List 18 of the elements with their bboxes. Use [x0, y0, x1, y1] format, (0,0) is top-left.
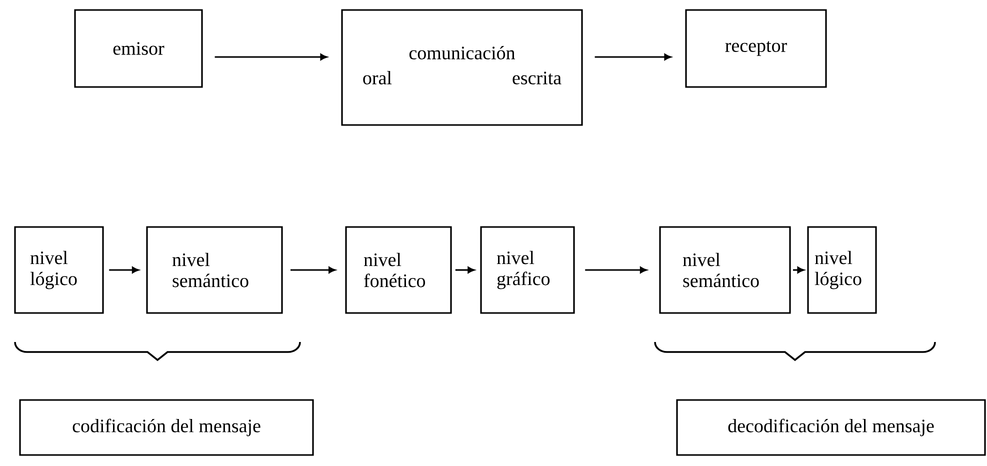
arrow: [109, 266, 139, 274]
arrow: [290, 266, 336, 274]
level-box: nivel fonético: [345, 226, 452, 314]
level-box: nivel semántico: [659, 226, 791, 314]
level-box: nivel semántico: [146, 226, 283, 314]
level-box: nivel lógico: [807, 226, 877, 314]
process-box: decodificación del mensaje: [676, 399, 986, 456]
arrow: [455, 266, 475, 274]
process-box: receptor: [685, 9, 827, 88]
level-box: nivel lógico: [14, 226, 104, 314]
process-box: emisor: [74, 9, 203, 88]
process-box: comunicación oral escrita: [341, 9, 583, 126]
process-box: codificación del mensaje: [19, 399, 314, 456]
arrow: [214, 54, 328, 60]
arrow: [594, 54, 672, 60]
level-box: nivel gráfico: [480, 226, 575, 314]
arrow: [793, 266, 804, 274]
arrow: [585, 266, 647, 274]
